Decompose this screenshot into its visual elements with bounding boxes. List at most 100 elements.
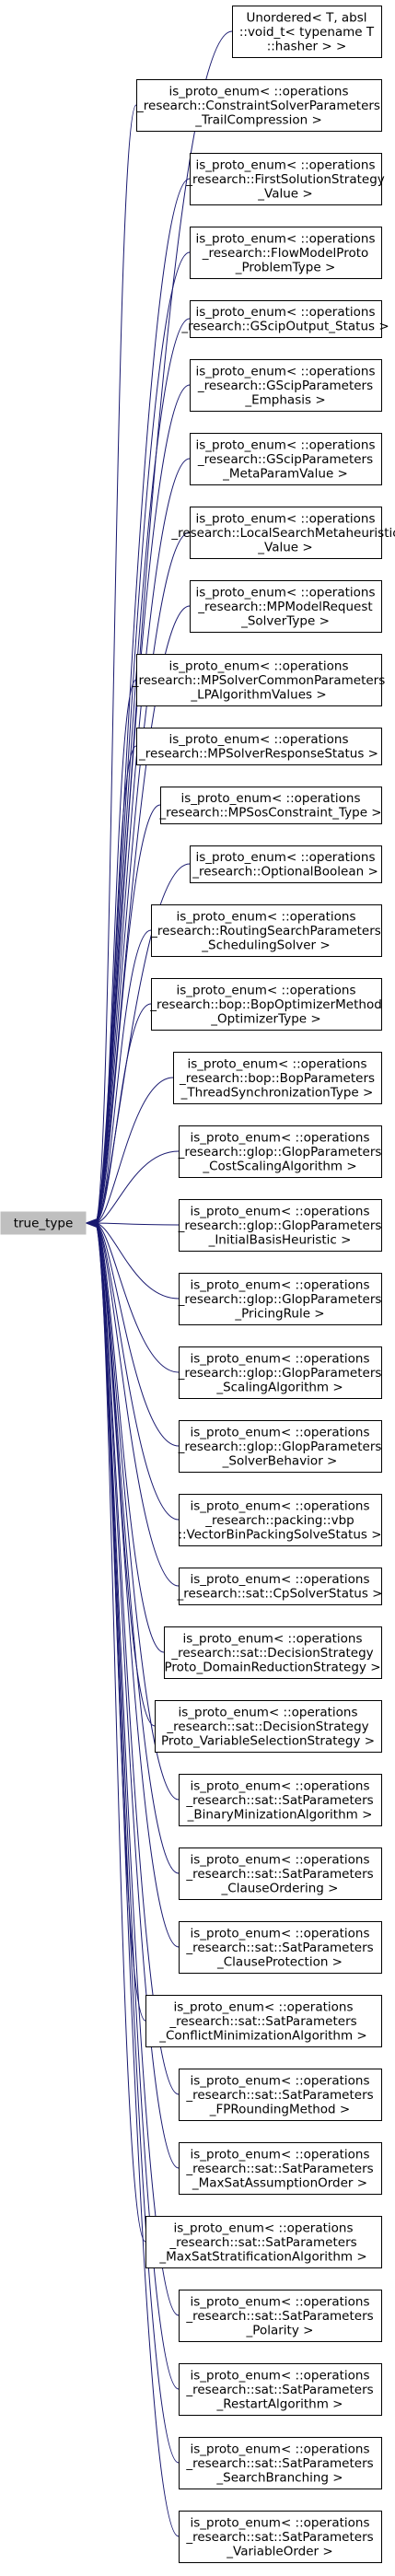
derived-node[interactable]: is_proto_enum< ::operations_research::GS… [190, 433, 382, 485]
derived-node-label: _research::GScipOutput_Status > [180, 320, 389, 334]
derived-node-label: is_proto_enum< ::operations [190, 1778, 369, 1793]
derived-node[interactable]: is_proto_enum< ::operations_research::MP… [158, 787, 382, 824]
derived-node-box [179, 2290, 382, 2342]
derived-node-box [145, 2216, 382, 2268]
derived-node[interactable]: is_proto_enum< ::operations_research::Fi… [185, 153, 385, 205]
derived-node-label: _research::sat::SatParameters [185, 2309, 373, 2324]
derived-node[interactable]: is_proto_enum< ::operations_research::gl… [178, 1125, 382, 1178]
derived-node-label: _research::FirstSolutionStrategy [185, 172, 385, 187]
derived-node[interactable]: is_proto_enum< ::operations_research::gl… [178, 1346, 382, 1399]
derived-node-box [179, 2437, 382, 2489]
derived-node-box [179, 1125, 382, 1178]
derived-node-label: is_proto_enum< ::operations [190, 2294, 369, 2309]
derived-node-box [190, 300, 382, 338]
derived-node-box [173, 1052, 382, 1104]
derived-node-label: Proto_DomainReductionStrategy > [164, 1660, 380, 1674]
derived-node-box [179, 2511, 382, 2563]
derived-node-box [136, 728, 382, 765]
derived-node-label: _research::sat::SatParameters [185, 2456, 373, 2471]
derived-node[interactable]: is_proto_enum< ::operations_research::bo… [173, 1052, 382, 1104]
derived-node[interactable]: is_proto_enum< ::operations_research::sa… [179, 1921, 382, 1974]
derived-node-label: _FPRoundingMethod > [209, 2102, 350, 2116]
derived-node-label: _SearchBranching > [215, 2470, 343, 2485]
derived-node-label: is_proto_enum< ::operations [190, 1130, 369, 1145]
derived-node-label: _BinaryMinizationAlgorithm > [187, 1807, 373, 1822]
derived-node[interactable]: is_proto_enum< ::operations_research::sa… [164, 1626, 382, 1679]
derived-node-label: _ClauseOrdering > [221, 1881, 339, 1895]
derived-node[interactable]: is_proto_enum< ::operations_research::sa… [145, 2216, 382, 2268]
derived-node[interactable]: is_proto_enum< ::operations_research::pa… [178, 1494, 382, 1546]
derived-node-box [151, 904, 382, 957]
derived-node-label: _ThreadSynchronizationType > [180, 1085, 374, 1100]
derived-node[interactable]: is_proto_enum< ::operations_research::Fl… [190, 227, 382, 279]
derived-node[interactable]: is_proto_enum< ::operations_research::sa… [179, 2437, 382, 2489]
derived-node-label: is_proto_enum< ::operations [173, 1999, 353, 2014]
derived-node-box [179, 2069, 382, 2121]
derived-node[interactable]: is_proto_enum< ::operations_research::GS… [190, 359, 382, 412]
derived-node-label: _research::glop::GlopParameters [178, 1292, 382, 1307]
derived-node[interactable]: is_proto_enum< ::operations_research::sa… [179, 2363, 382, 2416]
derived-node[interactable]: is_proto_enum< ::operations_research::bo… [149, 978, 382, 1031]
derived-node-box [179, 1346, 382, 1399]
derived-node-label: is_proto_enum< ::operations [190, 2073, 369, 2088]
derived-node-label: _research::glop::GlopParameters [178, 1366, 382, 1381]
derived-node[interactable]: is_proto_enum< ::operations_research::sa… [179, 2511, 382, 2563]
derived-node-box [145, 1995, 382, 2047]
derived-node[interactable]: is_proto_enum< ::operations_research::sa… [145, 1995, 382, 2047]
derived-node[interactable]: is_proto_enum< ::operations_research::sa… [179, 1774, 382, 1826]
derived-node-box [190, 845, 382, 883]
derived-node-box [190, 580, 382, 633]
derived-node-label: _research::glop::GlopParameters [178, 1440, 382, 1454]
derived-node-label: _research::MPSolverResponseStatus > [138, 747, 378, 762]
derived-node-box [151, 978, 382, 1031]
derived-node-label: _research::FlowModelProto [202, 246, 369, 261]
derived-node-label: is_proto_enum< ::operations [190, 2515, 369, 2530]
derived-node[interactable]: is_proto_enum< ::operations_research::Ro… [150, 904, 382, 957]
derived-node-label: is_proto_enum< ::operations [173, 2220, 353, 2235]
derived-node-label: is_proto_enum< ::operations [190, 2368, 369, 2383]
inheritance-edge [94, 1222, 180, 2537]
derived-node[interactable]: is_proto_enum< ::operations_research::gl… [178, 1199, 382, 1252]
derived-node[interactable]: is_proto_enum< ::operations_research::sa… [179, 2069, 382, 2121]
derived-node-label: _research::sat::SatParameters [185, 1867, 373, 1882]
derived-node[interactable]: is_proto_enum< ::operations_research::Op… [190, 845, 382, 883]
root-node-label: true_type [14, 1217, 74, 1231]
derived-node-label: is_proto_enum< ::operations [190, 1852, 369, 1867]
inheritance-edge [94, 1222, 180, 1226]
derived-node-label: is_proto_enum< ::operations [190, 1572, 369, 1587]
derived-node[interactable]: is_proto_enum< ::operations_research::sa… [177, 1568, 383, 1605]
inheritance-edge [94, 1077, 174, 1224]
derived-node[interactable]: is_proto_enum< ::operations_research::sa… [179, 1847, 382, 1900]
derived-nodes: Unordered< T, absl::void_t< typename T::… [132, 6, 395, 2563]
derived-node-label: _LPAlgorithmValues > [190, 687, 326, 702]
derived-node-label: is_proto_enum< ::operations [195, 585, 375, 600]
derived-node[interactable]: is_proto_enum< ::operations_research::Co… [136, 79, 382, 132]
derived-node[interactable]: is_proto_enum< ::operations_research::Lo… [170, 507, 395, 559]
derived-node-label: _SolverType > [240, 613, 330, 628]
derived-node[interactable]: is_proto_enum< ::operations_research::sa… [155, 1700, 382, 1753]
derived-node[interactable]: Unordered< T, absl::void_t< typename T::… [232, 6, 382, 58]
derived-node-box [190, 227, 382, 279]
inheritance-edge [94, 1222, 180, 2169]
inheritance-edge [94, 1222, 180, 1521]
derived-node[interactable]: is_proto_enum< ::operations_research::MP… [136, 728, 382, 765]
derived-node[interactable]: is_proto_enum< ::operations_research::gl… [178, 1420, 382, 1473]
derived-node-label: is_proto_enum< ::operations [195, 850, 375, 865]
inheritance-edge [94, 929, 152, 1224]
derived-node-label: is_proto_enum< ::operations [195, 305, 375, 320]
derived-node-label: _research::sat::SatParameters [185, 2162, 373, 2176]
derived-node-label: _research::sat::SatParameters [185, 2383, 373, 2397]
derived-node-label: _research::bop::BopOptimizerMethod [149, 997, 382, 1012]
derived-node[interactable]: is_proto_enum< ::operations_research::MP… [132, 654, 386, 706]
derived-node-label: _research::sat::DecisionStrategy [166, 1719, 368, 1734]
inheritance-edge [94, 605, 191, 1224]
derived-node-label: _research::GScipParameters [197, 452, 373, 467]
derived-node[interactable]: is_proto_enum< ::operations_research::gl… [178, 1273, 382, 1325]
derived-node-label: _PricingRule > [234, 1306, 324, 1321]
derived-node-label: is_proto_enum< ::operations [168, 732, 348, 747]
root-node[interactable]: true_type [0, 1211, 87, 1235]
derived-node[interactable]: is_proto_enum< ::operations_research::GS… [180, 300, 389, 338]
derived-node[interactable]: is_proto_enum< ::operations_research::sa… [179, 2290, 382, 2342]
derived-node[interactable]: is_proto_enum< ::operations_research::MP… [190, 580, 382, 633]
derived-node[interactable]: is_proto_enum< ::operations_research::sa… [179, 2142, 382, 2195]
